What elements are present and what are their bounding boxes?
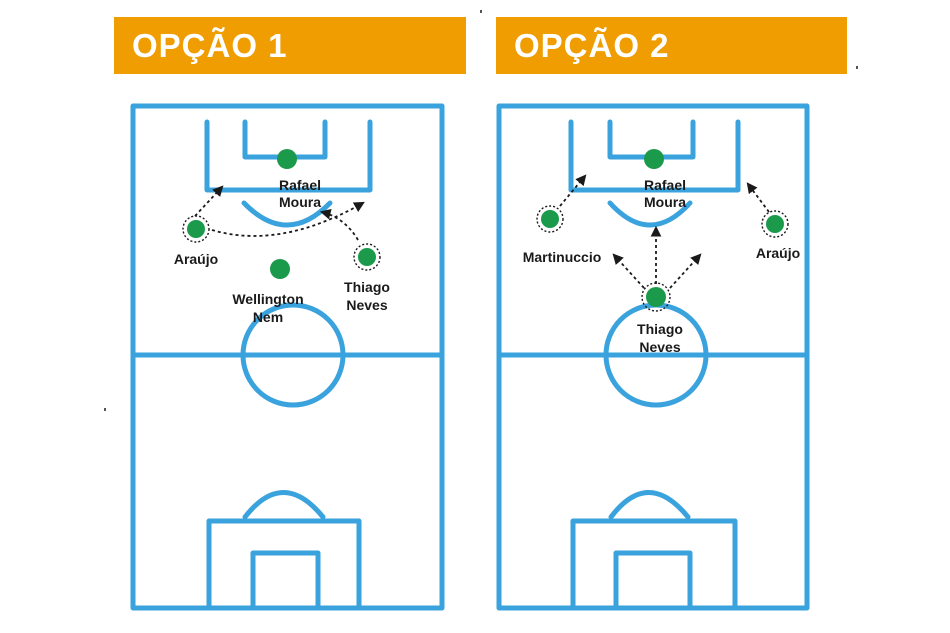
option-2-banner: OPÇÃO 2 <box>496 17 847 74</box>
player-name: Thiago <box>637 321 683 337</box>
player-marker <box>358 248 376 266</box>
player-name: Rafael <box>644 177 686 193</box>
player-martinuccio: Martinuccio <box>523 205 602 265</box>
player-name-line-2: Neves <box>639 339 680 355</box>
top-penalty-area <box>204 119 373 193</box>
player-araujo: Araújo <box>174 215 218 267</box>
player-name-line-2: Neves <box>346 297 387 313</box>
player-name-line-2: Nem <box>253 309 283 325</box>
arrow-araujo-to-box <box>746 182 770 213</box>
player-name: Wellington <box>232 291 303 307</box>
bottom-penalty-area <box>570 518 738 611</box>
player-marker <box>277 149 297 169</box>
player-rafael-moura: Rafael Moura <box>644 149 686 210</box>
pitch-option-2 <box>496 103 810 611</box>
player-name: Thiago <box>344 279 390 295</box>
option-1-banner: OPÇÃO 1 <box>114 17 466 74</box>
arrow-thiago-to-arc <box>319 208 359 241</box>
players-option-1: Rafael Moura Araújo Wellington Nem Thiag… <box>174 149 390 325</box>
player-marker <box>646 287 666 307</box>
player-name-line-2: Moura <box>279 194 321 210</box>
arrow-araujo-to-right <box>211 201 365 237</box>
bottom-penalty-arc <box>242 490 326 520</box>
player-thiago-neves: Thiago Neves <box>637 282 683 355</box>
arrow-thiago-right <box>669 253 702 289</box>
player-name: Martinuccio <box>523 249 602 265</box>
player-marker <box>644 149 664 169</box>
player-marker-ring <box>353 243 381 271</box>
player-marker-ring <box>182 215 210 243</box>
stray-mark <box>480 10 482 13</box>
player-marker <box>270 259 290 279</box>
option-2-title: OPÇÃO 2 <box>514 26 670 64</box>
option-1-title: OPÇÃO 1 <box>132 26 288 64</box>
bottom-goal-area <box>250 550 321 611</box>
players-option-2: Rafael Moura Martinuccio Araújo Thiago N… <box>523 149 800 355</box>
player-thiago-neves: Thiago Neves <box>344 243 390 313</box>
movement-arrows-option-2 <box>559 174 770 289</box>
bottom-goal-area <box>613 550 693 611</box>
player-marker <box>766 215 784 233</box>
player-name: Araújo <box>174 251 218 267</box>
bottom-penalty-area <box>206 518 362 611</box>
player-araujo: Araújo <box>756 210 800 261</box>
arrow-thiago-left <box>612 253 645 289</box>
player-marker <box>187 220 205 238</box>
arrow-araujo-to-box <box>194 185 224 217</box>
top-penalty-area <box>568 119 741 193</box>
player-rafael-moura: Rafael Moura <box>277 149 321 210</box>
movement-arrows-option-1 <box>194 185 365 241</box>
stray-mark <box>856 66 858 69</box>
arrow-martinuccio-to-box <box>559 174 587 207</box>
player-marker-ring <box>641 282 671 312</box>
player-name: Rafael <box>279 177 321 193</box>
player-name-line-2: Moura <box>644 194 686 210</box>
top-penalty-arc <box>607 200 693 228</box>
center-circle <box>240 302 346 408</box>
stray-mark <box>104 408 106 411</box>
bottom-penalty-arc <box>608 490 691 520</box>
player-marker-ring <box>761 210 789 238</box>
player-marker <box>541 210 559 228</box>
player-wellington-nem: Wellington Nem <box>232 259 304 325</box>
player-name: Araújo <box>756 245 800 261</box>
player-marker-ring <box>536 205 564 233</box>
